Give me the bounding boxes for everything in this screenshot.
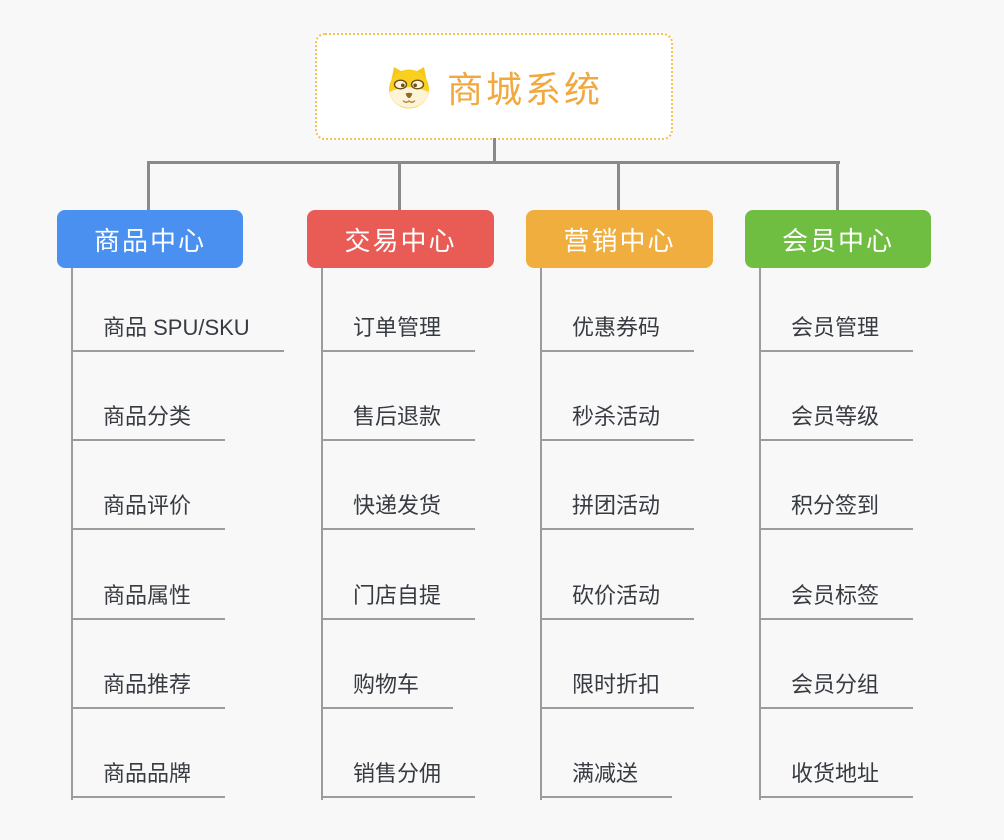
child-node-points-checkin[interactable]: 积分签到 (759, 486, 914, 530)
child-node-limited-time-discount[interactable]: 限时折扣 (540, 665, 695, 709)
child-node-shipping-address[interactable]: 收货地址 (759, 754, 914, 798)
child-node-product-brand[interactable]: 商品品牌 (71, 754, 226, 798)
child-node-product-recommend[interactable]: 商品推荐 (71, 665, 226, 709)
connector-root-stem (493, 138, 496, 164)
child-node-flash-sale[interactable]: 秒杀活动 (540, 397, 695, 441)
connector-children-trade-center (321, 268, 323, 800)
child-node-member-group[interactable]: 会员分组 (759, 665, 914, 709)
child-node-member-tag[interactable]: 会员标签 (759, 576, 914, 620)
connector-drop-product-center (147, 161, 150, 212)
branch-node-product-center[interactable]: 商品中心 (57, 210, 243, 268)
connector-drop-marketing-center (617, 161, 620, 212)
child-node-product-spu-sku[interactable]: 商品 SPU/SKU (71, 308, 284, 352)
connector-drop-trade-center (398, 161, 401, 212)
child-node-product-attribute[interactable]: 商品属性 (71, 576, 226, 620)
connector-drop-member-center (836, 161, 839, 212)
connector-children-member-center (759, 268, 761, 800)
child-node-express-delivery[interactable]: 快递发货 (321, 486, 476, 530)
child-node-full-reduction[interactable]: 满减送 (540, 754, 673, 798)
branch-node-marketing-center[interactable]: 营销中心 (526, 210, 713, 268)
branch-node-member-center[interactable]: 会员中心 (745, 210, 931, 268)
child-node-shopping-cart[interactable]: 购物车 (321, 665, 454, 709)
child-node-order-management[interactable]: 订单管理 (321, 308, 476, 352)
dog-face-icon (385, 65, 433, 109)
child-node-after-sale-refund[interactable]: 售后退款 (321, 397, 476, 441)
connector-horizontal-bus (147, 161, 840, 164)
child-node-product-category[interactable]: 商品分类 (71, 397, 226, 441)
root-node-label: 商城系统 (446, 68, 603, 110)
connector-children-product-center (71, 268, 73, 800)
child-node-group-buy[interactable]: 拼团活动 (540, 486, 695, 530)
child-node-bargain-activity[interactable]: 砍价活动 (540, 576, 695, 620)
child-node-member-level[interactable]: 会员等级 (759, 397, 914, 441)
child-node-sales-commission[interactable]: 销售分佣 (321, 754, 476, 798)
child-node-member-management[interactable]: 会员管理 (759, 308, 914, 352)
child-node-coupon-code[interactable]: 优惠券码 (540, 308, 695, 352)
child-node-product-review[interactable]: 商品评价 (71, 486, 226, 530)
root-node-mall-system[interactable]: 商城系统 (315, 33, 673, 140)
connector-children-marketing-center (540, 268, 542, 800)
branch-node-trade-center[interactable]: 交易中心 (307, 210, 494, 268)
child-node-store-pickup[interactable]: 门店自提 (321, 576, 476, 620)
